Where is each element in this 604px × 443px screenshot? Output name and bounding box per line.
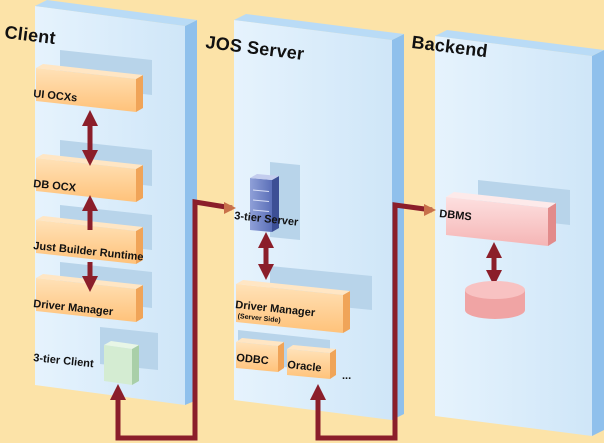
dbms-box xyxy=(446,192,556,246)
ui-ocxs-box xyxy=(36,64,143,112)
client-server-connector xyxy=(109,199,236,441)
tier3-server-icon xyxy=(250,174,279,232)
database-cylinder xyxy=(465,281,525,319)
more-drivers-label: ... xyxy=(342,370,352,382)
server-backend-connector xyxy=(309,202,436,441)
tier3-client-box xyxy=(104,341,139,385)
odbc-box xyxy=(236,338,284,372)
oracle-box xyxy=(287,345,336,379)
server-driver-manager-box xyxy=(236,280,350,333)
